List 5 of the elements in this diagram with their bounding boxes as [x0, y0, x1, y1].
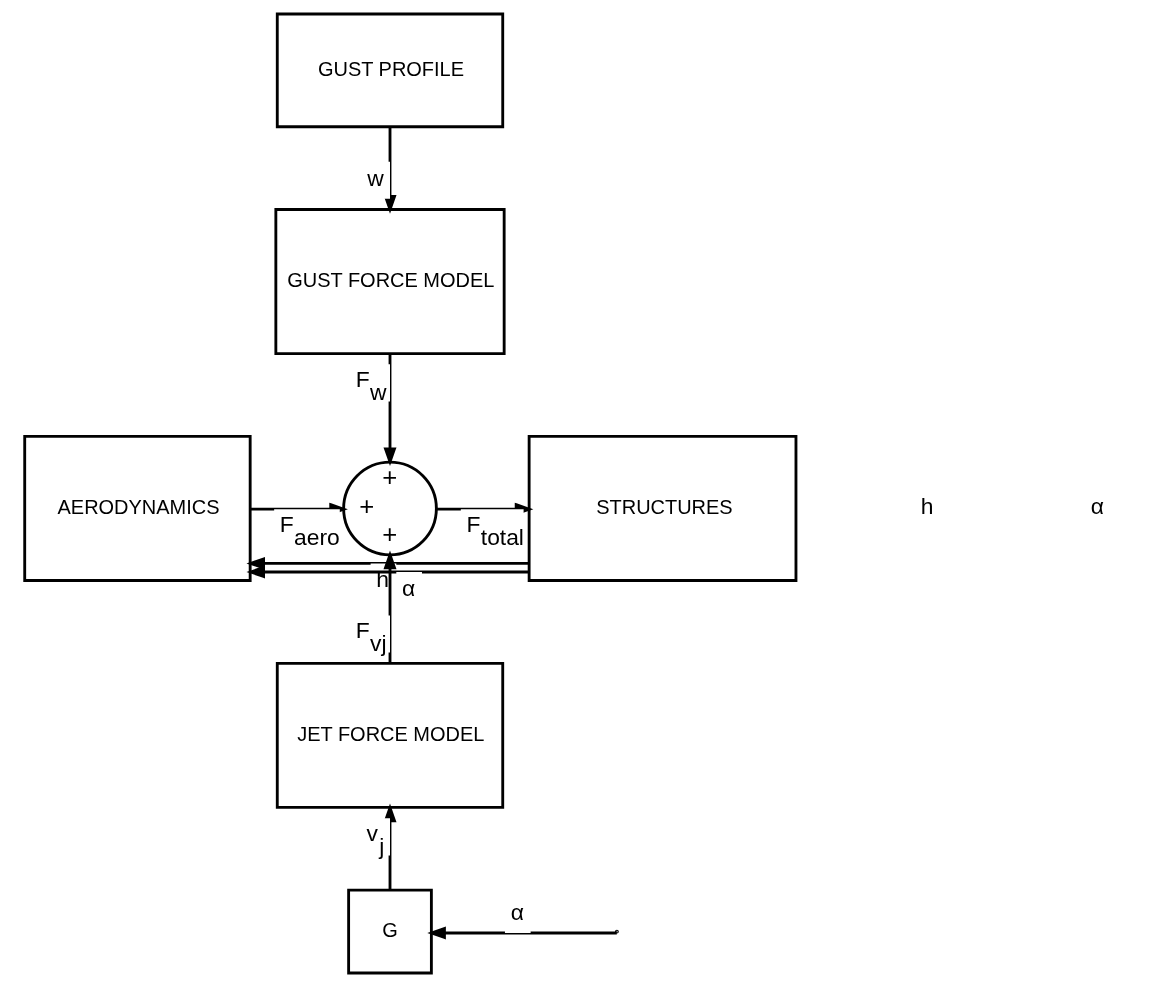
label: h	[920, 492, 934, 519]
edge-label: w	[366, 164, 384, 191]
edge-label: α	[510, 898, 524, 925]
edge-label: α	[401, 574, 415, 601]
label: α	[1090, 492, 1104, 519]
